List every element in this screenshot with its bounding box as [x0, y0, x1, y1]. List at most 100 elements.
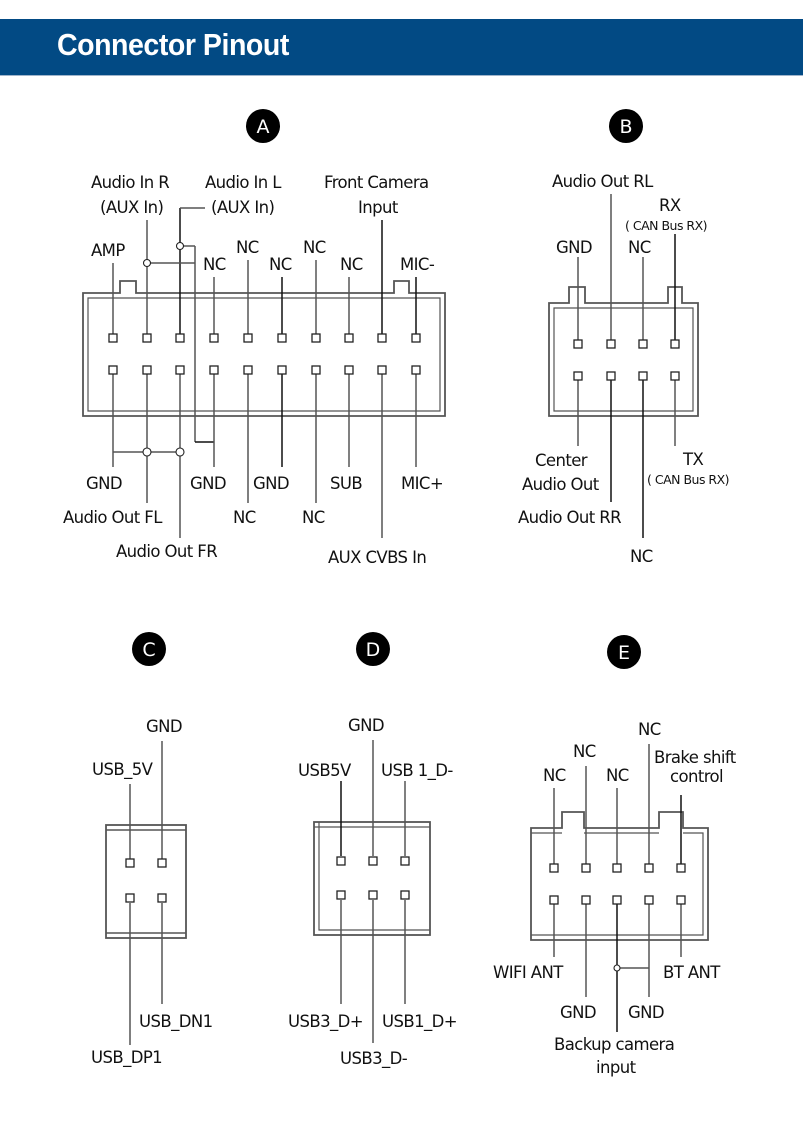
pin-label: USB1_D+	[382, 1012, 457, 1032]
connector-a-top-wires	[112, 207, 417, 442]
pin-label: NC	[543, 766, 566, 785]
pin-label: Audio In R	[91, 173, 169, 192]
pin-label: NC	[233, 508, 256, 527]
badge-b-letter: B	[619, 116, 632, 138]
badge-e-letter: E	[618, 642, 630, 664]
pin	[209, 333, 219, 343]
pin-label: RX	[659, 196, 681, 215]
pin	[175, 365, 185, 375]
pin	[400, 856, 410, 866]
pin	[125, 893, 135, 903]
pin	[606, 371, 616, 381]
connector-c: C GND USB_5V USB_DN1 USB_DP1	[91, 632, 213, 1068]
pin-label: MIC-	[400, 255, 435, 274]
pin	[175, 333, 185, 343]
pin	[344, 333, 354, 343]
pin-label: Audio Out RR	[518, 508, 621, 527]
pin-label: GND	[86, 474, 122, 493]
connector-a: A	[63, 109, 446, 567]
pin-label: MIC+	[401, 474, 443, 493]
pin-label: input	[596, 1058, 637, 1077]
connector-a-bottom-wires	[112, 374, 417, 538]
pin-label: NC	[236, 238, 259, 257]
pin	[400, 890, 410, 900]
connector-b-housing-outer	[548, 286, 699, 417]
pin	[125, 858, 135, 868]
pin-label: USB3_D-	[340, 1049, 408, 1069]
pin	[670, 371, 680, 381]
pin-label: Front Camera	[324, 173, 429, 192]
pin-label: NC	[628, 238, 651, 257]
pin	[638, 371, 648, 381]
badge-a: A	[246, 109, 280, 143]
connector-a-pins	[108, 333, 421, 375]
badge-a-circle	[246, 109, 280, 143]
pin-label: GND	[628, 1003, 664, 1022]
junction	[175, 447, 185, 457]
pin-label: Audio In L	[205, 173, 282, 192]
pin	[277, 333, 287, 343]
pin	[311, 333, 321, 343]
pin-label: GND	[190, 474, 226, 493]
pin	[277, 365, 287, 375]
connector-c-pins	[125, 858, 167, 903]
badge-c-circle	[132, 632, 166, 666]
pin-label: NC	[303, 238, 326, 257]
junction	[142, 447, 152, 457]
pin	[336, 890, 346, 900]
pin-label: NC	[203, 255, 226, 274]
pin-label: NC	[340, 255, 363, 274]
pin	[670, 339, 680, 349]
pin-label: (AUX In)	[100, 198, 163, 217]
junction	[613, 964, 621, 972]
pin	[368, 856, 378, 866]
pin-label: WIFI ANT	[493, 963, 564, 982]
pin-label: GND	[348, 716, 384, 735]
pin-label: (AUX In)	[211, 198, 274, 217]
badge-c-letter: C	[142, 639, 155, 661]
pin	[612, 863, 622, 873]
pin	[676, 863, 686, 873]
connector-b: B GND Audio Out RL NC RX ( CAN Bus RX) C…	[518, 109, 730, 566]
connector-e: E NC NC NC NC Brake shift control WIFI A…	[493, 635, 737, 1077]
pin	[336, 856, 346, 866]
pin-label: USB5V	[298, 761, 352, 780]
pin	[377, 333, 387, 343]
pin	[644, 863, 654, 873]
pin-label: NC	[573, 742, 596, 761]
pin-label: NC	[302, 508, 325, 527]
pin	[108, 333, 118, 343]
pin	[142, 333, 152, 343]
badge-e: E	[607, 635, 641, 669]
pin-label: Center	[535, 451, 588, 470]
connector-a-housing-outer	[82, 280, 446, 417]
pin	[612, 895, 622, 905]
pin	[644, 895, 654, 905]
pin-label: USB3_D+	[288, 1012, 363, 1032]
pin	[142, 365, 152, 375]
pin-label: NC	[630, 547, 653, 566]
pin-label: Audio Out RL	[552, 172, 654, 191]
pin-label: SUB	[330, 474, 362, 493]
pin	[549, 895, 559, 905]
pin-label: USB_5V	[92, 760, 154, 780]
pin	[243, 333, 253, 343]
pin-label: USB_DN1	[139, 1012, 212, 1032]
pin-label: Audio Out FR	[116, 542, 217, 561]
connector-e-housing-outer	[530, 811, 709, 941]
badge-b-circle	[609, 109, 643, 143]
pin	[311, 365, 321, 375]
pin-label: Input	[358, 198, 399, 217]
junction	[142, 258, 152, 268]
junction	[175, 241, 185, 251]
page-title: Connector Pinout	[57, 27, 289, 62]
page-header: Connector Pinout	[0, 19, 803, 76]
badge-e-circle	[607, 635, 641, 669]
pin-label: GND	[556, 238, 592, 257]
pin	[108, 365, 118, 375]
pin-label: GND	[560, 1003, 596, 1022]
connector-a-housing-inner	[87, 297, 441, 412]
pin-label: Brake shift	[654, 748, 737, 767]
pin-label: USB_DP1	[91, 1048, 162, 1068]
